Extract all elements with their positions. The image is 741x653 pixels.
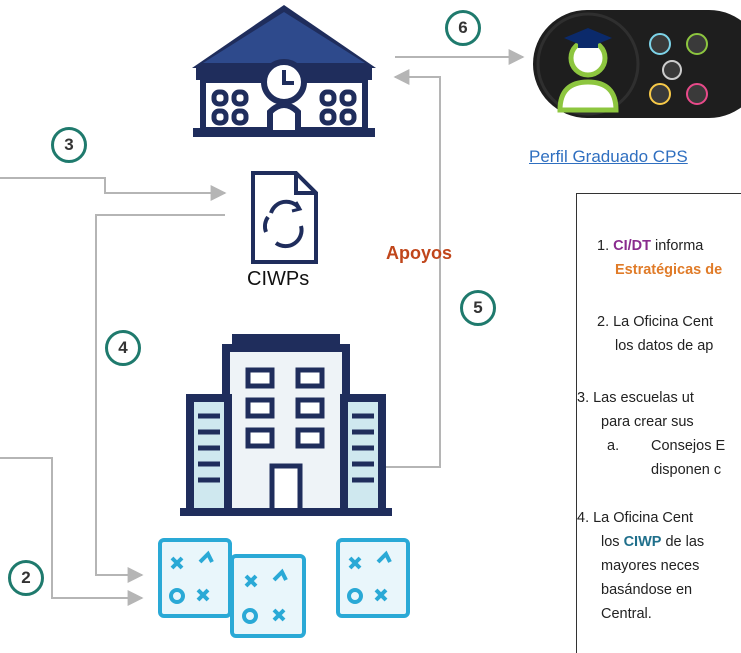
graduate-profile-icon	[533, 10, 741, 118]
step-4-line-2: los CIWP de las	[601, 530, 704, 554]
step-1-acronym: CI/DT	[613, 238, 651, 254]
step-3a-line-2: disponen c	[651, 462, 722, 478]
step-6-number: 6	[458, 18, 468, 37]
step-2-badge: 2	[8, 560, 44, 596]
step-4-line-2-pre: los	[601, 534, 624, 550]
step-3-line-1: 3. Las escuelas ut	[577, 390, 694, 406]
step-3a-letter: a.	[607, 438, 620, 454]
arrow-to-ciwps-from-step4	[95, 214, 225, 583]
step-5-number: 5	[473, 298, 483, 317]
step-4-line-4: basándose en	[601, 582, 693, 598]
connectors	[0, 49, 525, 606]
step-4-line-2-post: de las	[661, 534, 705, 550]
step-6-badge: 6	[445, 10, 481, 46]
step-2-line-2: los datos de ap	[615, 338, 714, 354]
step-4-badge: 4	[105, 330, 141, 366]
diagram-canvas	[0, 5, 741, 638]
step-4-line-1: 4. La Oficina Cent	[577, 510, 694, 526]
office-building-icon	[180, 334, 392, 516]
step-5-badge: 5	[460, 290, 496, 326]
step-4-ciwp-acronym: CIWP	[623, 534, 662, 550]
step-1-line-2: Estratégicas de	[615, 262, 723, 278]
step-1-text: informa	[650, 238, 704, 254]
perfil-graduado-link[interactable]: Perfil Graduado CPS	[529, 147, 688, 166]
arrow-from-left-to-strategy	[0, 457, 144, 606]
step-1-number: 1.	[597, 238, 610, 254]
ciwps-label: CIWPs	[247, 268, 310, 290]
arrow-to-ciwps-from-left	[0, 177, 227, 201]
steps-panel: 1. CI/DT informa Estratégicas de 2. La O…	[576, 193, 741, 653]
step-3-badge: 3	[51, 127, 87, 163]
step-3-line-2: para crear sus	[601, 414, 694, 430]
school-icon	[192, 5, 376, 137]
step-4-line-5: Central.	[601, 606, 652, 622]
step-3a-line-1: Consejos E	[651, 438, 726, 454]
arrow-apoyos-to-school	[350, 69, 441, 468]
step-4-line-3: mayores neces	[601, 558, 700, 574]
document-cycle-icon	[251, 171, 318, 264]
step-3-number: 3	[64, 135, 74, 154]
step-2-line-1: 2. La Oficina Cent	[597, 314, 714, 330]
step-2-number: 2	[21, 568, 31, 587]
apoyos-label: Apoyos	[386, 243, 453, 263]
strategy-board-icon	[158, 538, 410, 638]
step-4-number: 4	[118, 338, 128, 357]
step-1-line-1: 1. CI/DT informa	[597, 234, 703, 258]
